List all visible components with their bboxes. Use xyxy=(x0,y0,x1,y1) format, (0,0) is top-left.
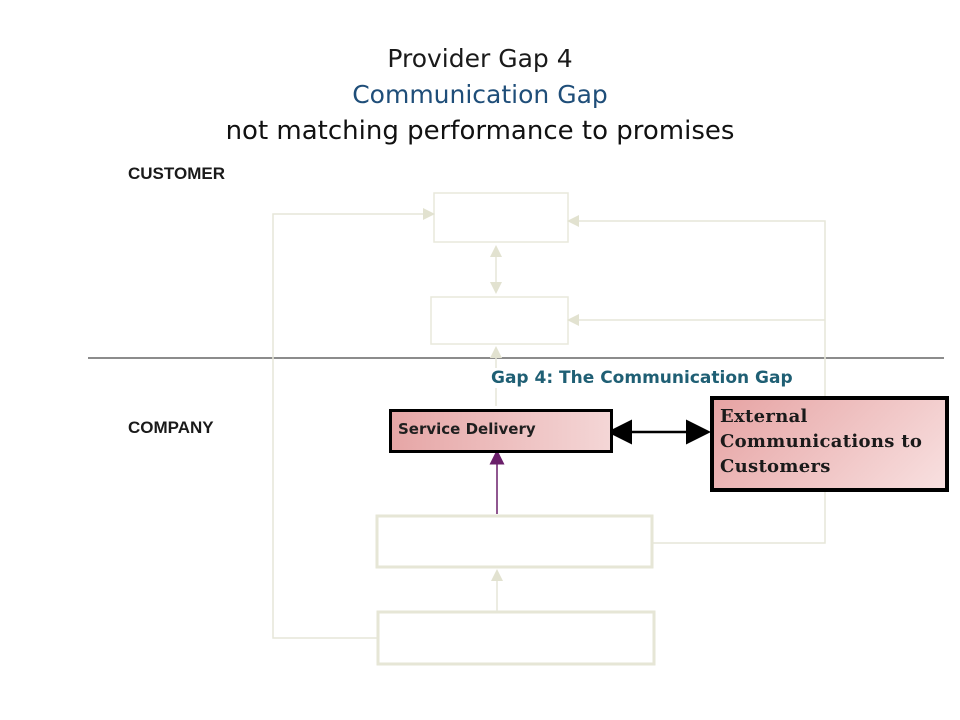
gap-4-label: Gap 4: The Communication Gap xyxy=(489,368,795,388)
company-label: COMPANY xyxy=(128,418,214,437)
title-line-3: not matching performance to promises xyxy=(225,116,735,146)
faded-left-loop xyxy=(272,208,435,639)
faded-box-expected-service xyxy=(433,192,569,243)
external-communications-label: External Communications to Customers xyxy=(720,406,923,477)
faded-right-loop-top xyxy=(567,215,826,544)
customer-label: CUSTOMER xyxy=(128,164,225,183)
service-delivery-box: Service Delivery xyxy=(389,409,613,453)
title-line-1: Provider Gap 4 xyxy=(387,44,573,73)
faded-box-perceived-service xyxy=(430,296,569,345)
service-delivery-label: Service Delivery xyxy=(398,420,536,438)
faded-box-company-perceptions xyxy=(376,610,656,666)
faded-box-service-standards xyxy=(375,514,654,569)
external-communications-box: External Communications to Customers xyxy=(710,396,949,492)
title-line-2: Communication Gap xyxy=(352,80,608,109)
